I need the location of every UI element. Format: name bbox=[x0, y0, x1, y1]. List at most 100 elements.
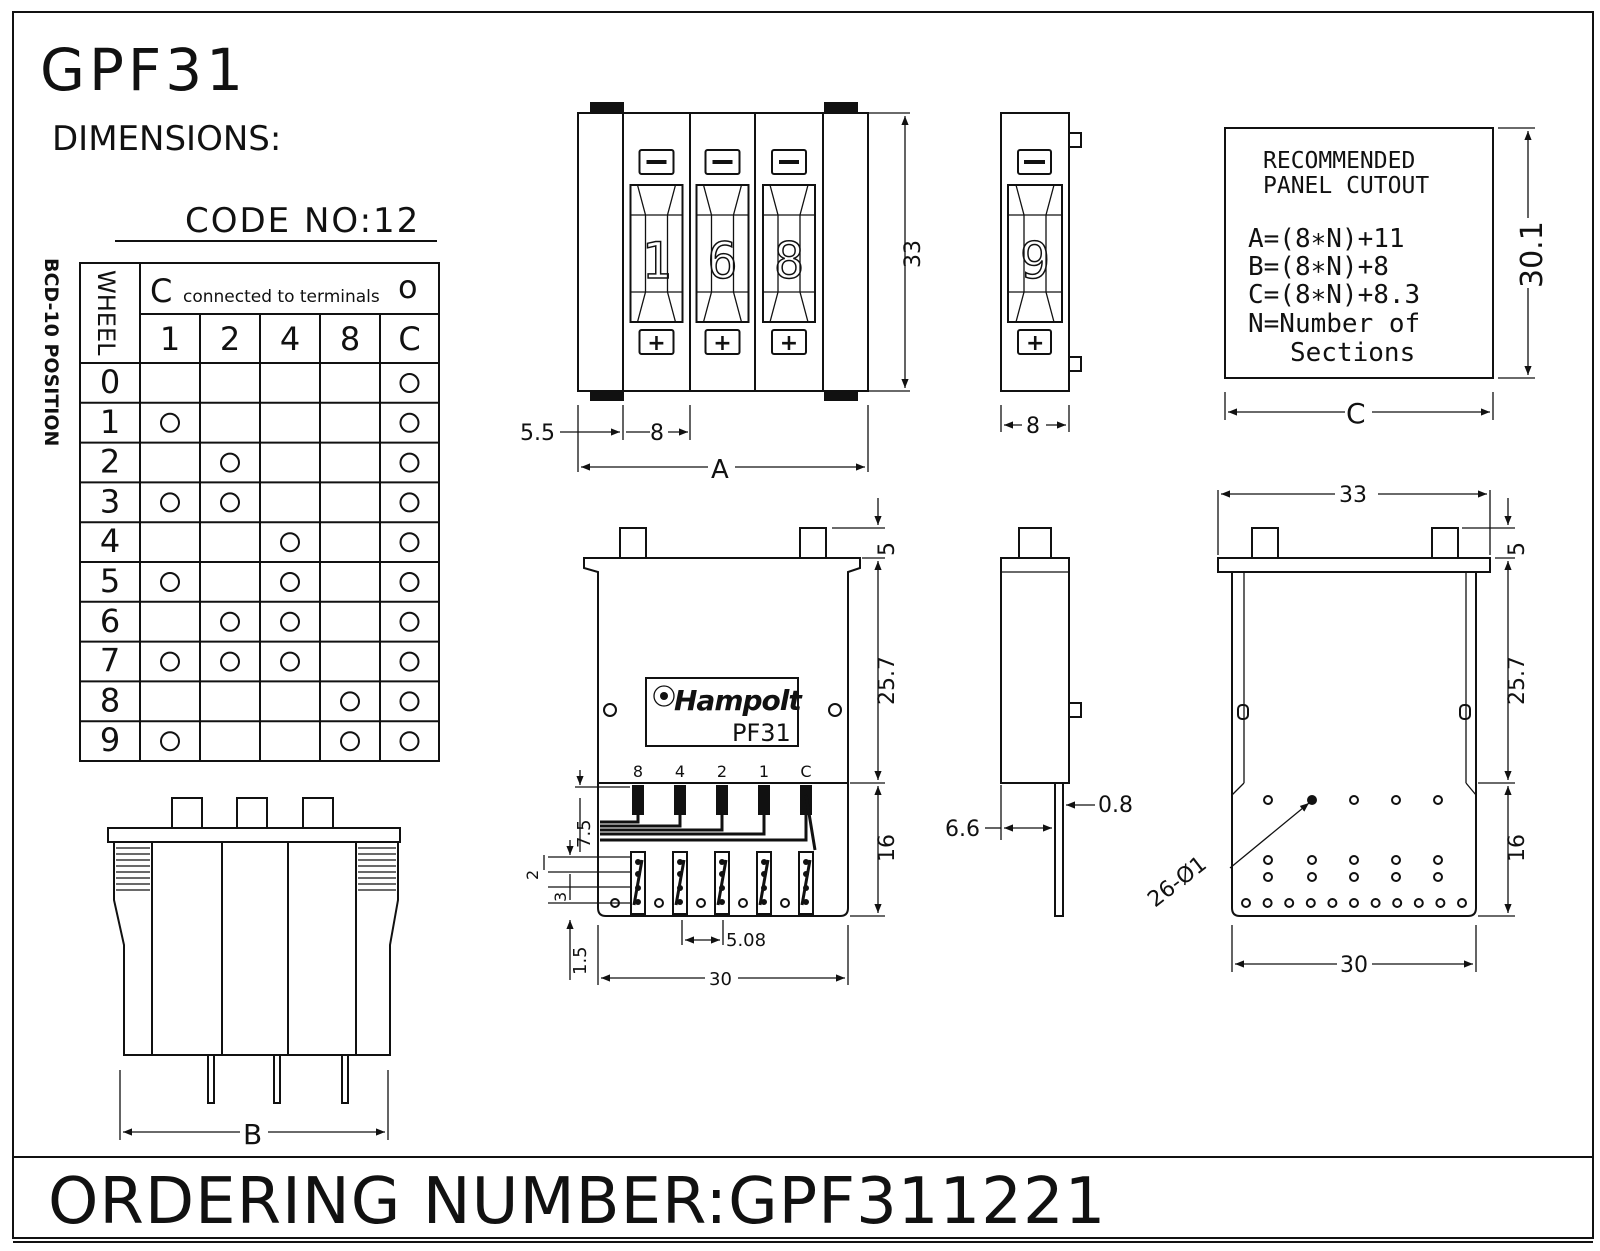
pcb-hole bbox=[1307, 855, 1317, 865]
minus-icon bbox=[646, 160, 667, 164]
back-dim-1-5: 1.5 bbox=[570, 946, 591, 975]
wheel-value: 9 bbox=[100, 721, 120, 759]
connection-mark bbox=[160, 412, 180, 433]
pcb-contact bbox=[756, 851, 772, 915]
connection-mark bbox=[220, 452, 240, 473]
pcb-contact bbox=[672, 851, 688, 915]
wheel-value: 4 bbox=[100, 522, 120, 560]
column-header-4: 4 bbox=[280, 320, 300, 358]
front-dim-33: 33 bbox=[901, 240, 926, 268]
connection-mark bbox=[399, 731, 420, 752]
front-view: 1+6+8+ 33 5.5 8 A bbox=[520, 102, 926, 485]
terminal-contact bbox=[716, 785, 728, 815]
terminal-contact bbox=[632, 785, 644, 815]
wheel-digit-9: 9 bbox=[1020, 232, 1050, 290]
back-dim-5-08: 5.08 bbox=[726, 930, 766, 951]
pcb-view: 26-Ø1 33 5 25.7 16 30 bbox=[1143, 483, 1530, 978]
terminal-label: 1 bbox=[759, 762, 769, 781]
pcb-hole bbox=[1433, 795, 1443, 805]
o-symbol: o bbox=[398, 268, 418, 306]
connection-mark bbox=[399, 691, 420, 712]
drawing-frame bbox=[12, 11, 1594, 1239]
connection-mark bbox=[280, 532, 300, 553]
digit-window bbox=[695, 184, 750, 323]
front-dim-a: A bbox=[711, 455, 729, 485]
back-dim-30: 30 bbox=[709, 969, 732, 990]
pcb-contact bbox=[714, 851, 730, 915]
back-dim-5: 5 bbox=[875, 542, 900, 556]
pcb-hole bbox=[1392, 898, 1403, 908]
pcb-hole bbox=[1391, 872, 1401, 882]
back-dim-2: 2 bbox=[523, 870, 542, 880]
connection-mark bbox=[399, 572, 420, 592]
back-dim-16: 16 bbox=[875, 834, 900, 862]
side-dim-8: 8 bbox=[1026, 414, 1040, 439]
pcb-hole bbox=[1327, 898, 1338, 908]
bcd-position-label: BCD-10 POSITION bbox=[40, 258, 62, 446]
minus-button bbox=[638, 149, 675, 175]
terminal-contact bbox=[674, 785, 686, 815]
connection-mark bbox=[160, 731, 180, 752]
digit-window bbox=[762, 184, 816, 323]
connection-mark bbox=[160, 651, 180, 672]
pcb-dim-16: 16 bbox=[1505, 834, 1530, 862]
formula-b: B=(8∗N)+8 bbox=[1248, 252, 1389, 282]
brand-logo-text: Hampolt bbox=[674, 684, 803, 717]
wheel-value: 2 bbox=[100, 443, 120, 481]
connection-mark bbox=[399, 373, 420, 393]
side-dim-6-6: 6.6 bbox=[945, 817, 980, 842]
pcb-hole bbox=[1435, 898, 1446, 908]
plus-icon: + bbox=[647, 331, 665, 356]
pcb-hole bbox=[1349, 872, 1359, 882]
connection-mark bbox=[399, 412, 420, 433]
pcb-hole bbox=[1263, 855, 1273, 865]
formula-n: N=Number of bbox=[1248, 309, 1420, 339]
single-wheel-view: 9 + 8 bbox=[1000, 112, 1082, 439]
connection-mark bbox=[340, 691, 360, 712]
formula-c: C=(8∗N)+8.3 bbox=[1248, 280, 1420, 310]
pcb-hole bbox=[1413, 898, 1424, 908]
pcb-hole bbox=[1307, 872, 1317, 882]
pcb-dim-5: 5 bbox=[1505, 542, 1530, 556]
wheel-value: 7 bbox=[100, 642, 120, 680]
connection-mark bbox=[160, 572, 180, 592]
connection-mark bbox=[220, 611, 240, 632]
column-header-c: C bbox=[398, 320, 420, 358]
cutout-width: C bbox=[1346, 397, 1366, 430]
side-profile-view: 6.6 0.8 bbox=[945, 527, 1133, 917]
pcb-contact bbox=[798, 851, 814, 915]
pcb-dim-30: 30 bbox=[1340, 953, 1368, 978]
column-header-2: 2 bbox=[220, 320, 240, 358]
pcb-hole bbox=[1391, 855, 1401, 865]
connection-mark bbox=[280, 572, 300, 592]
terminal-label: C bbox=[800, 762, 811, 781]
pcb-hole bbox=[1263, 872, 1273, 882]
connection-mark bbox=[399, 452, 420, 473]
plus-icon: + bbox=[780, 331, 798, 356]
terminal-label: 8 bbox=[633, 762, 643, 781]
column-header-1: 1 bbox=[160, 320, 180, 358]
holes-callout: 26-Ø1 bbox=[1143, 852, 1211, 913]
wheel-digit: 8 bbox=[774, 232, 804, 290]
cutout-title-1: RECOMMENDED bbox=[1263, 148, 1415, 174]
wheel-digit: 6 bbox=[707, 232, 737, 290]
pcb-hole bbox=[1305, 898, 1316, 908]
digit-window bbox=[629, 184, 684, 323]
pcb-hole bbox=[1349, 855, 1359, 865]
terminal-label: 4 bbox=[675, 762, 685, 781]
dimensions-label: DIMENSIONS: bbox=[52, 119, 281, 159]
connection-mark bbox=[399, 492, 420, 513]
top-dim-b: B bbox=[243, 1118, 262, 1151]
pcb-hole bbox=[1262, 898, 1273, 908]
pcb-hole bbox=[1433, 855, 1443, 865]
back-dim-3: 3 bbox=[551, 892, 570, 902]
pcb-hole bbox=[1457, 898, 1467, 908]
pcb-hole bbox=[1391, 795, 1401, 805]
plus-icon: + bbox=[1026, 331, 1044, 356]
minus-button bbox=[771, 149, 807, 175]
connection-mark bbox=[280, 611, 300, 632]
plus-button bbox=[638, 329, 675, 355]
plus-button bbox=[771, 329, 807, 355]
c-symbol: C bbox=[150, 272, 172, 310]
